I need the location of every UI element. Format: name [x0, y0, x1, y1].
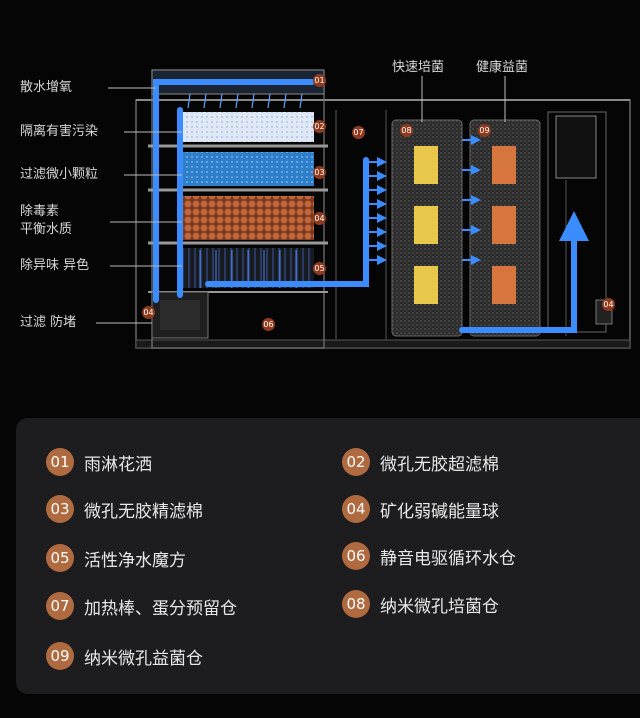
legend-text: 纳米微孔益菌仓	[84, 648, 203, 669]
map-badge-06: 06	[262, 318, 275, 331]
legend-item-01: 01 雨淋花洒	[46, 448, 152, 476]
legend-item-06: 06 静音电驱循环水仓	[342, 542, 516, 570]
filter-illustration	[96, 69, 631, 349]
map-badge-08: 08	[400, 124, 413, 137]
filter-diagram: 散水增氧 隔离有害污染 过滤微小颗粒 除毒素 平衡水质 除异味 异色 过滤 防堵…	[20, 60, 631, 349]
legend-item-07: 07 加热棒、蛋分预留仓	[46, 592, 237, 620]
legend-text: 雨淋花洒	[84, 454, 152, 475]
label-isolate-pollution: 隔离有害污染	[20, 124, 99, 139]
label-fast-bacteria: 快速培菌	[392, 60, 445, 75]
label-deodor: 除异味 异色	[20, 258, 90, 273]
map-badge-04-right: 04	[602, 298, 615, 311]
map-badge-03: 03	[313, 166, 326, 179]
map-badge-01: 01	[313, 74, 326, 87]
label-aeration: 散水增氧	[20, 80, 73, 95]
legend-item-05: 05 活性净水魔方	[46, 544, 186, 572]
legend-item-09: 09 纳米微孔益菌仓	[46, 642, 203, 670]
label-detox: 除毒素 平衡水质	[20, 204, 73, 237]
map-badge-07: 07	[352, 126, 365, 139]
legend-item-03: 03 微孔无胶精滤棉	[46, 495, 203, 523]
legend-text: 静音电驱循环水仓	[380, 548, 516, 569]
legend-number: 04	[342, 495, 370, 523]
legend-number: 09	[46, 642, 74, 670]
legend-number: 06	[342, 542, 370, 570]
legend-number: 05	[46, 544, 74, 572]
map-badge-04-pump: 04	[142, 306, 155, 319]
legend-item-02: 02 微孔无胶超滤棉	[342, 448, 499, 476]
legend-item-08: 08 纳米微孔培菌仓	[342, 590, 499, 618]
map-badge-05: 05	[313, 262, 326, 275]
legend-number: 02	[342, 448, 370, 476]
label-healthy-bacteria: 健康益菌	[476, 60, 529, 75]
legend-text: 活性净水魔方	[84, 550, 186, 571]
legend-item-04: 04 矿化弱碱能量球	[342, 495, 499, 523]
label-anti-clog: 过滤 防堵	[20, 315, 77, 330]
legend-text: 加热棒、蛋分预留仓	[84, 598, 237, 619]
legend-number: 07	[46, 592, 74, 620]
legend-text: 纳米微孔培菌仓	[380, 596, 499, 617]
map-badge-02: 02	[313, 120, 326, 133]
map-badge-09: 09	[478, 124, 491, 137]
legend-number: 03	[46, 495, 74, 523]
legend-text: 矿化弱碱能量球	[380, 501, 499, 522]
legend-number: 01	[46, 448, 74, 476]
map-badge-04: 04	[313, 212, 326, 225]
legend-text: 微孔无胶超滤棉	[380, 454, 499, 475]
legend-panel: 01 雨淋花洒 02 微孔无胶超滤棉 03 微孔无胶精滤棉 04 矿化弱碱能量球…	[16, 418, 640, 694]
legend-text: 微孔无胶精滤棉	[84, 501, 203, 522]
label-filter-particles: 过滤微小颗粒	[20, 167, 99, 182]
legend-number: 08	[342, 590, 370, 618]
